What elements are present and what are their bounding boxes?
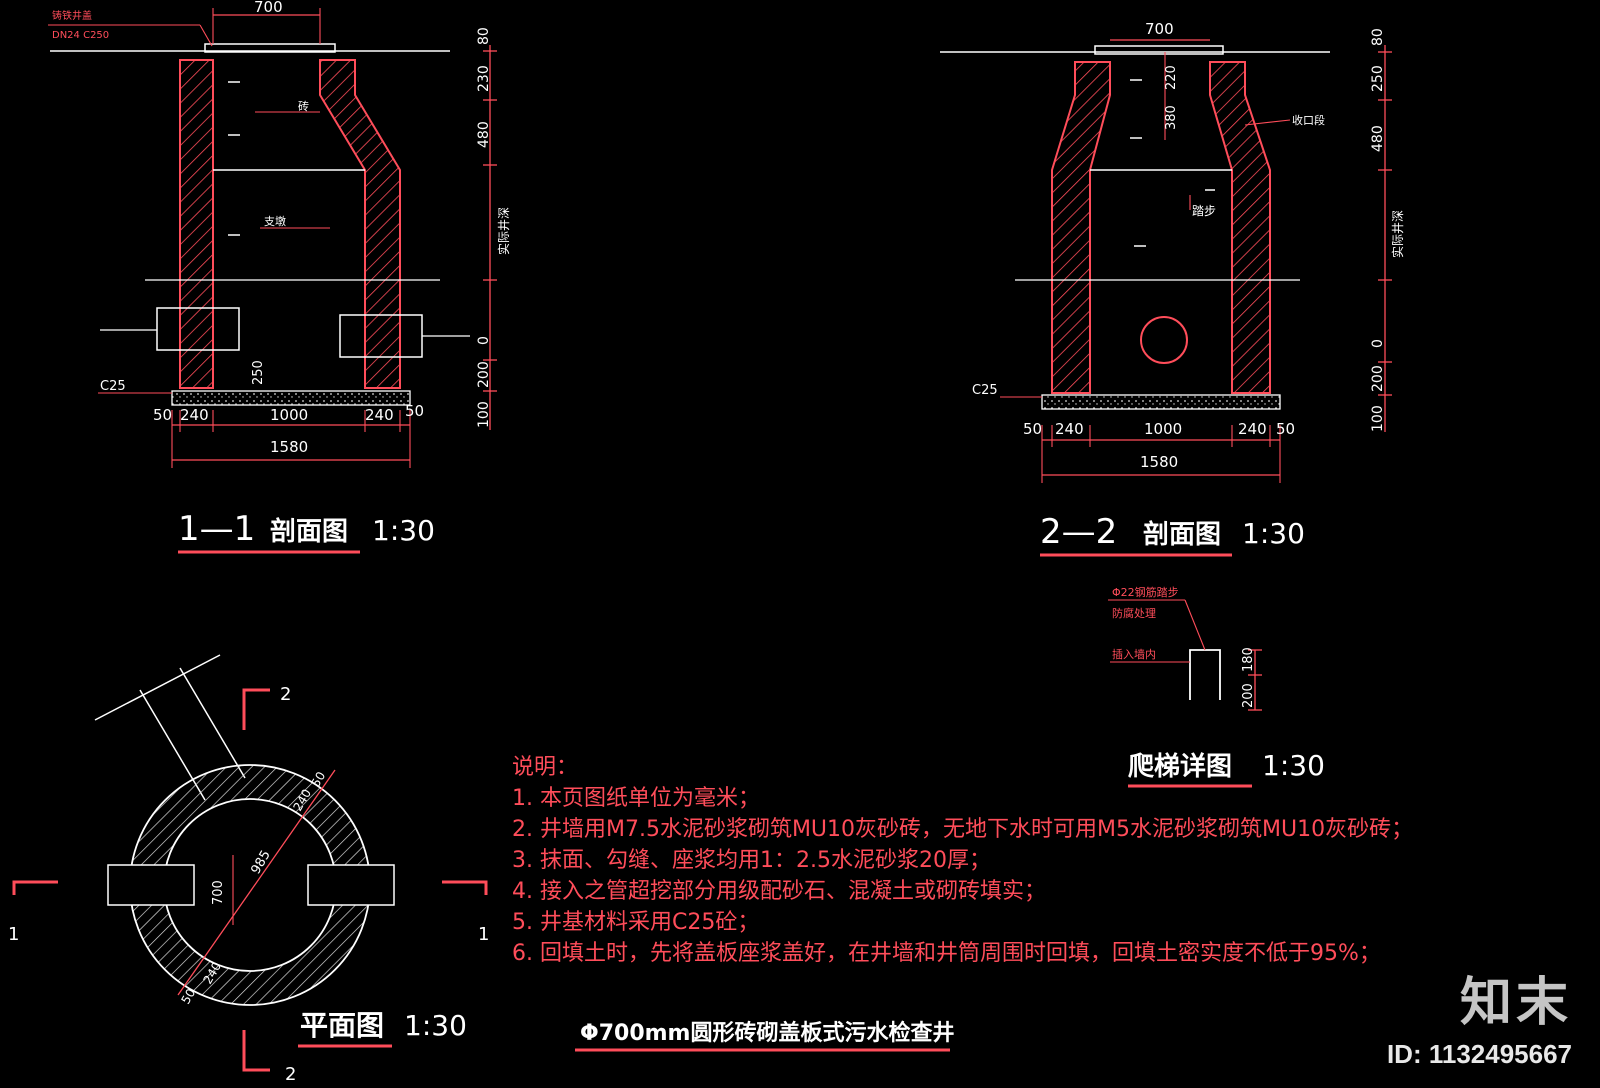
- s2-inner-dim-220: 220: [1164, 65, 1179, 90]
- section-mark-right: 1: [478, 924, 489, 945]
- s1-dim-50-right: 50: [405, 402, 424, 420]
- s2-rdim-250: 250: [1370, 65, 1386, 92]
- watermark-brand: 知末 ID: 1132495667: [1387, 960, 1572, 1070]
- s2-rdim-200: 200: [1370, 365, 1386, 392]
- s1-bottom-note: C25: [100, 379, 126, 394]
- s2-inner-dim-380: 380: [1164, 105, 1179, 130]
- s1-rdim-80: 80: [476, 27, 492, 45]
- brand-logo: 知末: [1459, 974, 1572, 1032]
- s2-scale: 1:30: [1242, 517, 1305, 550]
- s1-top-note-2: DN24 C250: [52, 30, 109, 41]
- note-item-1: 1. 本页图纸单位为毫米；: [512, 786, 760, 811]
- note-item-3: 3. 抹面、勾缝、座浆均用1：2.5水泥砂浆20厚；: [512, 848, 991, 873]
- s1-dim-50-left: 50: [153, 406, 172, 424]
- s2-dim-1000: 1000: [1144, 420, 1182, 438]
- note-item-6: 6. 回填土时，先将盖板座浆盖好，在井墙和井筒周围时回填，回填土密实度不低于95…: [512, 941, 1381, 966]
- drawing-title-block: Φ700mm圆形砖砌盖板式污水检查井: [575, 1020, 954, 1052]
- brand-id: ID: 1132495667: [1386, 1039, 1572, 1069]
- notes-block: 说明： 1. 本页图纸单位为毫米； 2. 井墙用M7.5水泥砂浆砌筑MU10灰砂…: [512, 752, 1413, 969]
- note-item-4: 4. 接入之管超挖部分用级配砂石、混凝土或砌砖填实；: [512, 879, 1046, 904]
- s1-wall-label: 砖: [298, 99, 309, 113]
- s1-pipe-label: 支墩: [264, 214, 286, 228]
- s2-title-suffix: 剖面图: [1143, 519, 1221, 550]
- s1-rdim-0: 0: [476, 336, 492, 345]
- plan-dim-700: 700: [211, 880, 226, 905]
- s2-dim-50-left: 50: [1023, 420, 1042, 438]
- ladder-detail: Φ22钢筋踏步 防腐处理 插入墙内 180 200 爬梯详图 1:30: [1108, 585, 1325, 788]
- ladder-note-2: 防腐处理: [1112, 606, 1156, 620]
- s2-rdim-480: 480: [1370, 125, 1386, 152]
- s1-total-width: 1580: [270, 438, 308, 456]
- drawing-title: Φ700mm圆形砖砌盖板式污水检查井: [580, 1020, 954, 1046]
- notes-heading: 说明：: [512, 755, 579, 780]
- section-mark-bottom: 2: [285, 1064, 296, 1085]
- s2-bottom-note: C25: [972, 383, 998, 398]
- s1-scale: 1:30: [372, 514, 435, 547]
- s2-rdim-depth: 实际井深: [1390, 210, 1405, 258]
- ladder-note-1: Φ22钢筋踏步: [1112, 585, 1179, 599]
- ladder-scale: 1:30: [1262, 749, 1325, 782]
- s1-rdim-200: 200: [476, 361, 492, 388]
- s2-dim-240-right: 240: [1238, 420, 1267, 438]
- section-mark-left: 1: [8, 924, 19, 945]
- plan-dim-50-top: 50: [308, 769, 328, 789]
- ladder-title: 爬梯详图: [1128, 751, 1232, 782]
- note-item-5: 5. 井基材料采用C25砼；: [512, 910, 760, 935]
- ladder-dim-180: 180: [1241, 647, 1256, 672]
- s1-rdim-depth: 实际井深: [496, 207, 511, 255]
- s1-dim-240-left: 240: [180, 406, 209, 424]
- s2-rdim-80: 80: [1370, 28, 1386, 46]
- s2-top-width: 700: [1145, 20, 1174, 38]
- s1-rdim-230: 230: [476, 65, 492, 92]
- s1-title-suffix: 剖面图: [270, 516, 348, 547]
- s2-dim-240-left: 240: [1055, 420, 1084, 438]
- section-1-1: 铸铁井盖 DN24 C250 700 砖 支墩 C25 250 50 240 1…: [48, 0, 511, 554]
- s2-dim-50-right: 50: [1276, 420, 1295, 438]
- section-2-2: 700 220 380 收口段 踏步 C25 50 240 1000 240 5…: [940, 20, 1405, 557]
- s1-rdim-480: 480: [476, 121, 492, 148]
- plan-view: 700 985 50 240 50 240 1 1 2 2 平面图 1:30: [8, 654, 489, 1085]
- s1-top-note-1: 铸铁井盖: [52, 9, 92, 22]
- s2-title: 2—2: [1040, 512, 1117, 552]
- s1-top-width: 700: [254, 0, 283, 16]
- s2-right-label: 收口段: [1292, 113, 1325, 127]
- s1-title: 1—1: [178, 509, 255, 549]
- plan-dim-50-bot: 50: [178, 986, 198, 1006]
- ladder-dim-200: 200: [1241, 683, 1256, 708]
- s2-ladder-label: 踏步: [1192, 204, 1216, 218]
- section-mark-top: 2: [280, 684, 291, 705]
- plan-scale: 1:30: [404, 1009, 467, 1042]
- plan-title: 平面图: [300, 1009, 384, 1042]
- s1-dim-240-right: 240: [365, 406, 394, 424]
- s1-rdim-100: 100: [476, 401, 492, 428]
- s1-step-dim: 250: [251, 360, 266, 385]
- ladder-note-3: 插入墙内: [1112, 647, 1156, 661]
- note-item-2: 2. 井墙用M7.5水泥砂浆砌筑MU10灰砂砖，无地下水时可用M5水泥砂浆砌筑M…: [512, 817, 1414, 842]
- s2-rdim-100: 100: [1370, 405, 1386, 432]
- s1-dim-1000: 1000: [270, 406, 308, 424]
- s2-rdim-0: 0: [1370, 339, 1386, 348]
- s2-total-width: 1580: [1140, 453, 1178, 471]
